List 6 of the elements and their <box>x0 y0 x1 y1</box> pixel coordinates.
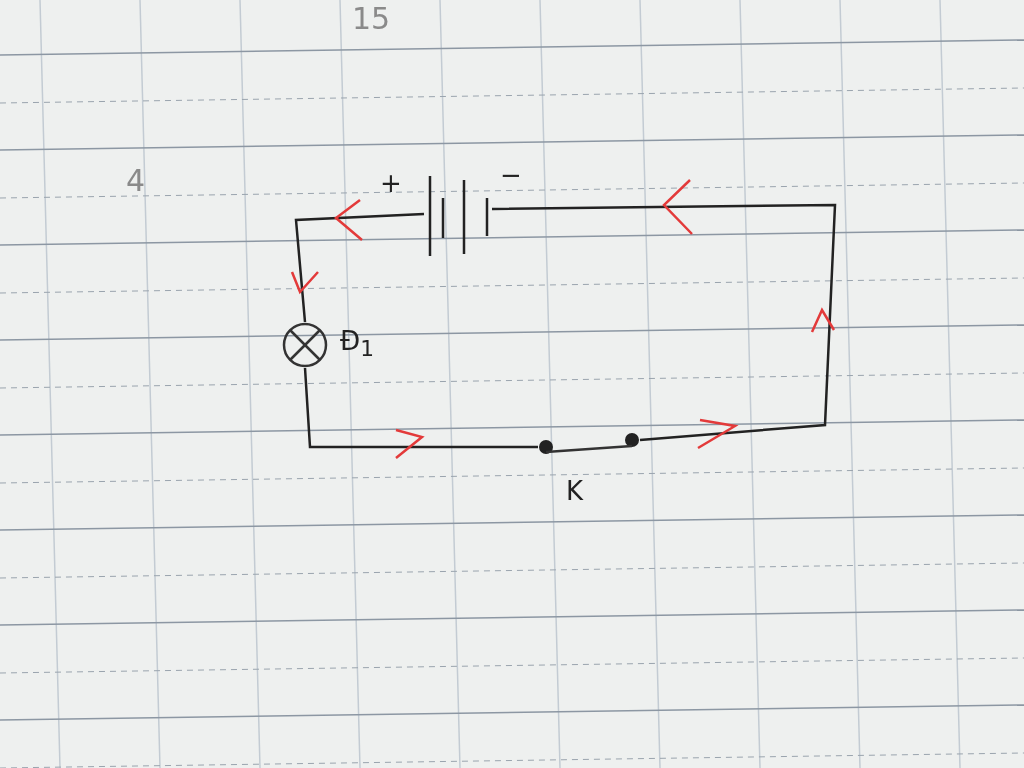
lamp-label: Đ$_{1}$ <box>340 328 374 360</box>
polarity-sign: − <box>500 162 522 188</box>
exercise-number: 4 <box>126 166 146 196</box>
switch-label: K <box>566 478 584 504</box>
polarity-sign: + <box>380 170 402 196</box>
page-number: 15 <box>352 4 391 34</box>
